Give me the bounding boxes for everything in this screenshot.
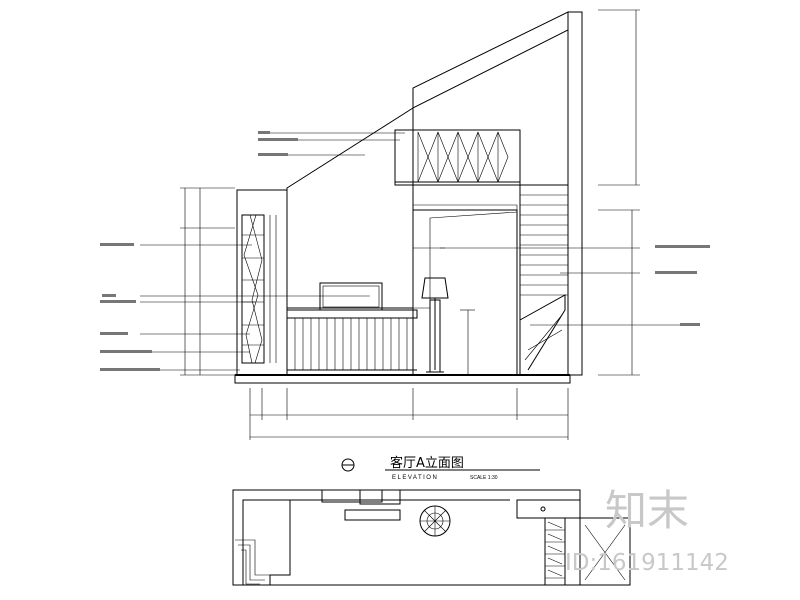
tv-console: [321, 489, 383, 503]
staircase: [519, 184, 569, 376]
doorway: [412, 209, 518, 376]
right-annotations: [440, 247, 680, 326]
elevation-view: [100, 9, 710, 440]
plan-shelving: [544, 517, 566, 586]
floor-lamp: [421, 277, 449, 373]
loft-railing-pattern: [417, 131, 509, 183]
left-annotations: [140, 132, 405, 371]
plant-icon: [419, 505, 451, 537]
drawing-title-block: 客厅A立面图 ELEVATION SCALE 1:30: [341, 455, 540, 481]
loft-railing: [394, 129, 521, 186]
stone-wall: [286, 107, 414, 309]
watermark-id: ID:161911142: [565, 550, 729, 576]
lower-balustrade: [286, 309, 418, 371]
watermark: 知末 ID:161911142: [565, 486, 729, 576]
dimension-lines: [180, 9, 640, 440]
roof-slope: [412, 11, 569, 109]
coffee-table: [344, 509, 401, 521]
drawing-subtitle: ELEVATION: [392, 475, 438, 481]
drawing-scale: SCALE 1:30: [470, 475, 498, 481]
wall-picture: [319, 282, 383, 311]
drawing-title: 客厅A立面图: [390, 455, 464, 471]
floor-slab: [234, 374, 571, 384]
plan-view: [232, 489, 631, 586]
watermark-brand: 知末: [605, 486, 689, 535]
corner-steps: [235, 539, 270, 585]
stone-wall-return: [412, 204, 518, 309]
right-wall: [567, 11, 583, 376]
left-column: [236, 189, 288, 376]
